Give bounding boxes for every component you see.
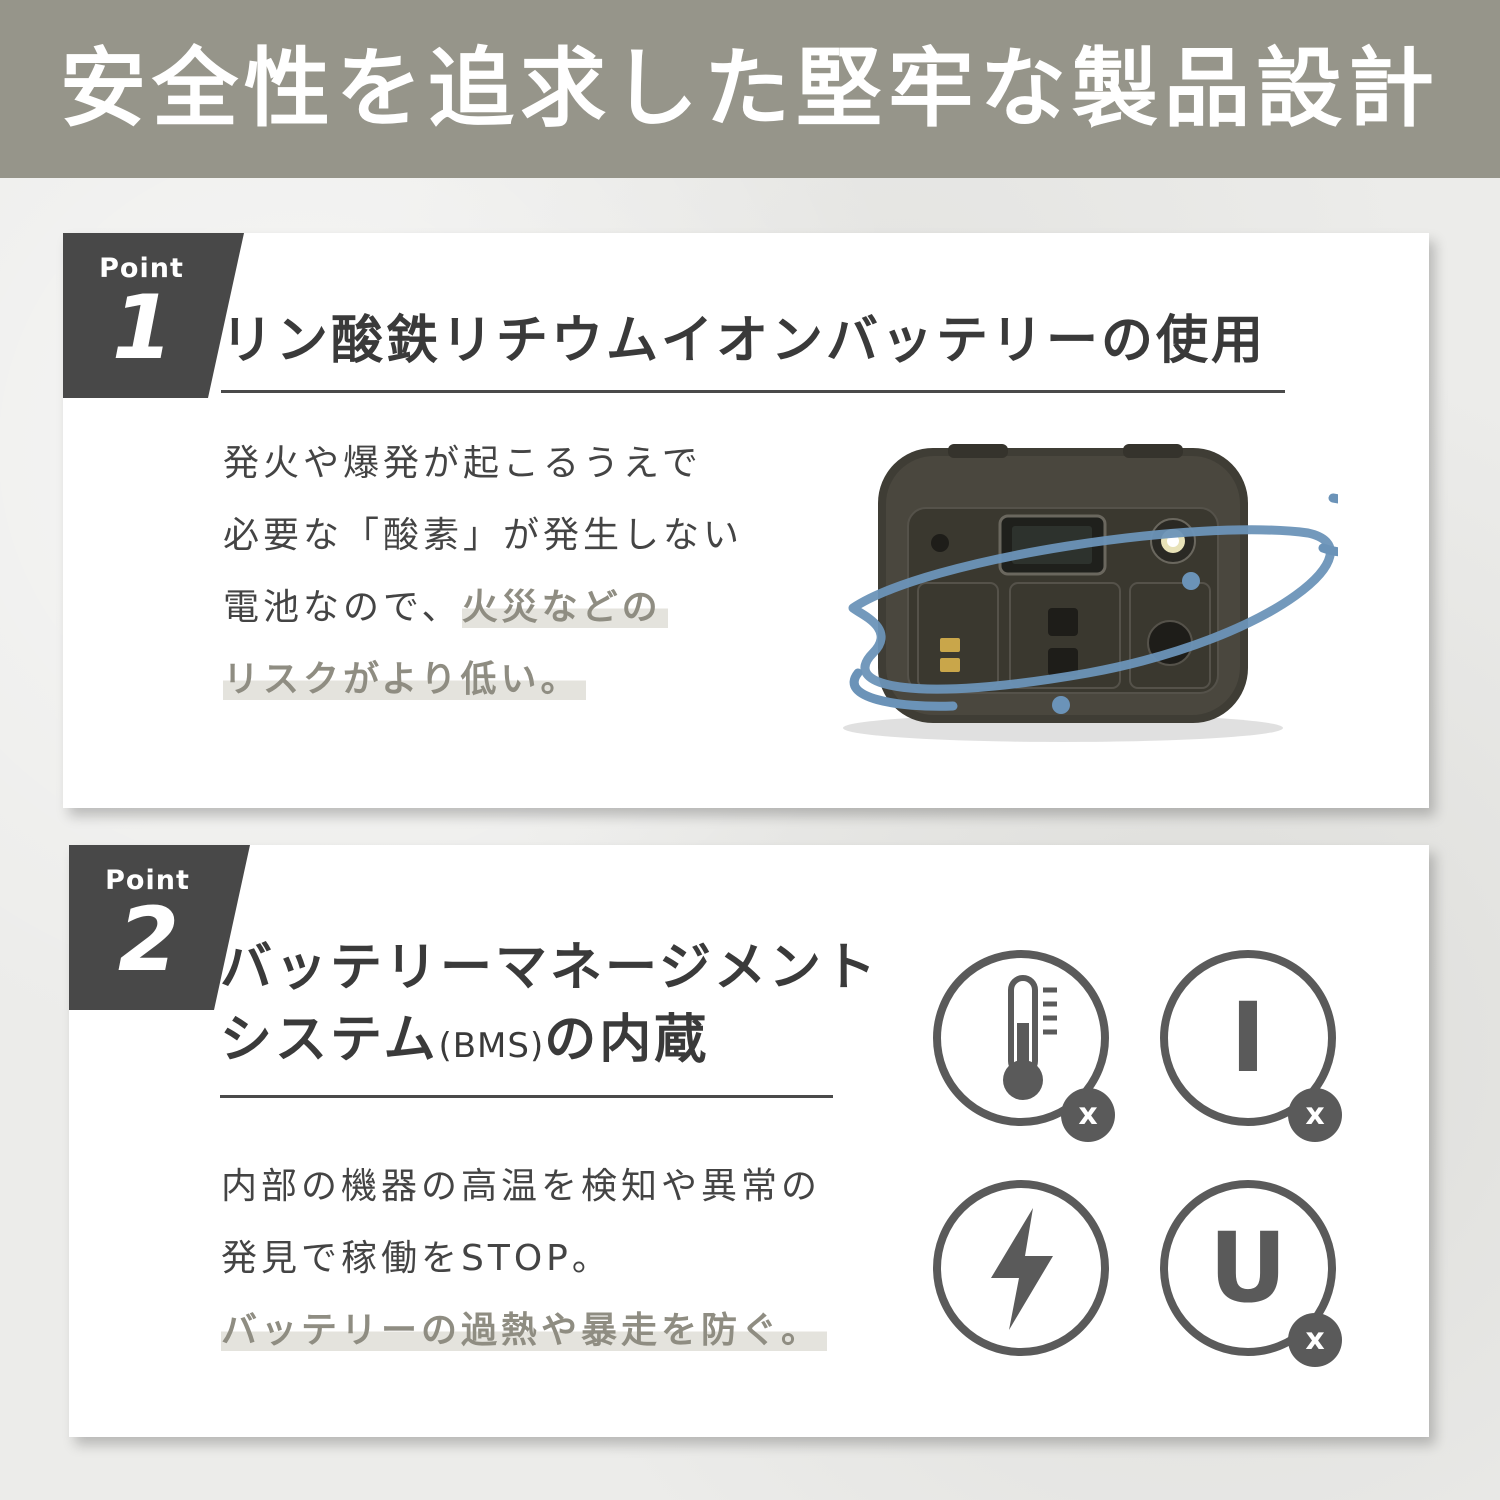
point-badge-label: Point bbox=[99, 253, 184, 284]
point-2-description: 内部の機器の高温を検知や異常の 発見で稼働をSTOP。 バッテリーの過熱や暴走を… bbox=[221, 1151, 828, 1367]
x-badge: x bbox=[1061, 1088, 1115, 1142]
point-badge-1: Point 1 bbox=[63, 233, 244, 398]
point-1-title: リン酸鉄リチウムイオンバッテリーの使用 bbox=[221, 311, 1267, 371]
point-2-title-system: システム bbox=[220, 1010, 439, 1070]
point-1-highlight-a: 火災などの bbox=[461, 587, 668, 628]
point-1-highlight-b: リスクがより低い。 bbox=[223, 659, 587, 700]
point-badge-number: 2 bbox=[117, 888, 180, 991]
point-2-title-line-2: システム(BMS)の内蔵 bbox=[220, 1004, 879, 1082]
thermometer-icon bbox=[933, 950, 1109, 1126]
point-1-line-3: 電池なので、火災などの bbox=[223, 572, 743, 644]
point-1-divider bbox=[221, 390, 1285, 393]
power-station-image bbox=[843, 444, 1338, 742]
point-1-line-3-text: 電池なので、 bbox=[223, 587, 462, 628]
page-header: 安全性を追求した堅牢な製品設計 bbox=[0, 0, 1500, 178]
protection-icon-overvoltage bbox=[931, 1178, 1117, 1368]
point-2-line-2: 発見で稼働をSTOP。 bbox=[221, 1238, 612, 1279]
point-2-title-line-1: バッテリーマネージメント bbox=[220, 938, 879, 998]
lightning-icon bbox=[933, 1180, 1109, 1356]
x-badge: x bbox=[1288, 1313, 1342, 1367]
point-2-line-3: バッテリーの過熱や暴走を防ぐ。 bbox=[221, 1295, 828, 1367]
point-2-title: バッテリーマネージメント システム(BMS)の内蔵 bbox=[220, 932, 879, 1082]
point-1-line-4: リスクがより低い。 bbox=[223, 644, 743, 716]
point-2-title-bms: (BMS) bbox=[438, 1026, 545, 1066]
point-1-line-1: 発火や爆発が起こるうえで bbox=[223, 443, 702, 484]
point-2-highlight: バッテリーの過熱や暴走を防ぐ。 bbox=[221, 1310, 828, 1351]
page-title: 安全性を追求した堅牢な製品設計 bbox=[60, 39, 1440, 139]
point-1-line-2: 必要な「酸素」が発生しない bbox=[223, 515, 744, 556]
protection-icon-current: I x bbox=[1158, 948, 1344, 1142]
protection-icon-voltage: U x bbox=[1158, 1178, 1344, 1368]
voltage-u-icon: U bbox=[1209, 1212, 1287, 1324]
point-2-title-end: の内蔵 bbox=[544, 1010, 710, 1070]
point-card-2: Point 2 バッテリーマネージメント システム(BMS)の内蔵 内部の機器の… bbox=[69, 845, 1429, 1437]
x-badge: x bbox=[1288, 1088, 1342, 1142]
point-badge-number: 1 bbox=[111, 276, 174, 379]
point-2-line-1: 内部の機器の高温を検知や異常の bbox=[221, 1166, 822, 1207]
point-badge-2: Point 2 bbox=[69, 845, 250, 1010]
point-1-description: 発火や爆発が起こるうえで 必要な「酸素」が発生しない 電池なので、火災などの リ… bbox=[223, 428, 743, 716]
point-2-divider bbox=[220, 1095, 833, 1098]
point-badge-label: Point bbox=[105, 865, 190, 896]
protection-icon-temperature: x bbox=[931, 948, 1117, 1142]
current-i-icon: I bbox=[1230, 982, 1266, 1094]
point-card-1: Point 1 リン酸鉄リチウムイオンバッテリーの使用 発火や爆発が起こるうえで… bbox=[63, 233, 1429, 808]
